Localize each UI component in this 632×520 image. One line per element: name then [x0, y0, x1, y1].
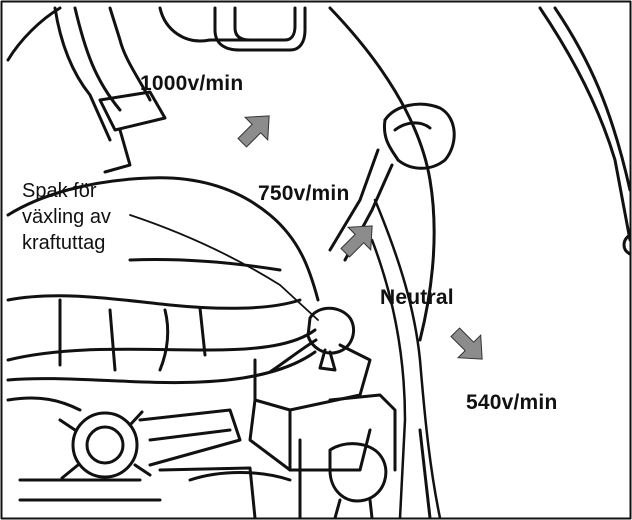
lever-caption-line-2: växling av [22, 206, 111, 228]
gear-knob-outer [71, 411, 139, 479]
arrow-up-left-icon-2 [340, 225, 373, 258]
top-block [213, 6, 307, 52]
leader-line [129, 214, 319, 321]
seat-top [6, 176, 320, 302]
arrow-up-left-icon [237, 115, 270, 148]
label-540-rpm: 540v/min [466, 391, 558, 414]
label-750-rpm: 750v/min [258, 182, 350, 205]
bottom-knob [328, 442, 388, 503]
upper-lever-knob [383, 102, 456, 170]
lever-caption-line-1: Spak för [22, 180, 97, 202]
small-bracket [98, 90, 167, 132]
label-neutral: Neutral [380, 286, 454, 309]
arrow-down-right-icon [450, 327, 483, 360]
label-1000-rpm: 1000v/min [140, 72, 244, 95]
console-edge [6, 6, 62, 62]
lever-caption-line-3: kraftuttag [22, 232, 106, 254]
pto-lever-knob [306, 306, 355, 355]
lever-caption: Spak för växling av kraftuttag [22, 178, 162, 256]
